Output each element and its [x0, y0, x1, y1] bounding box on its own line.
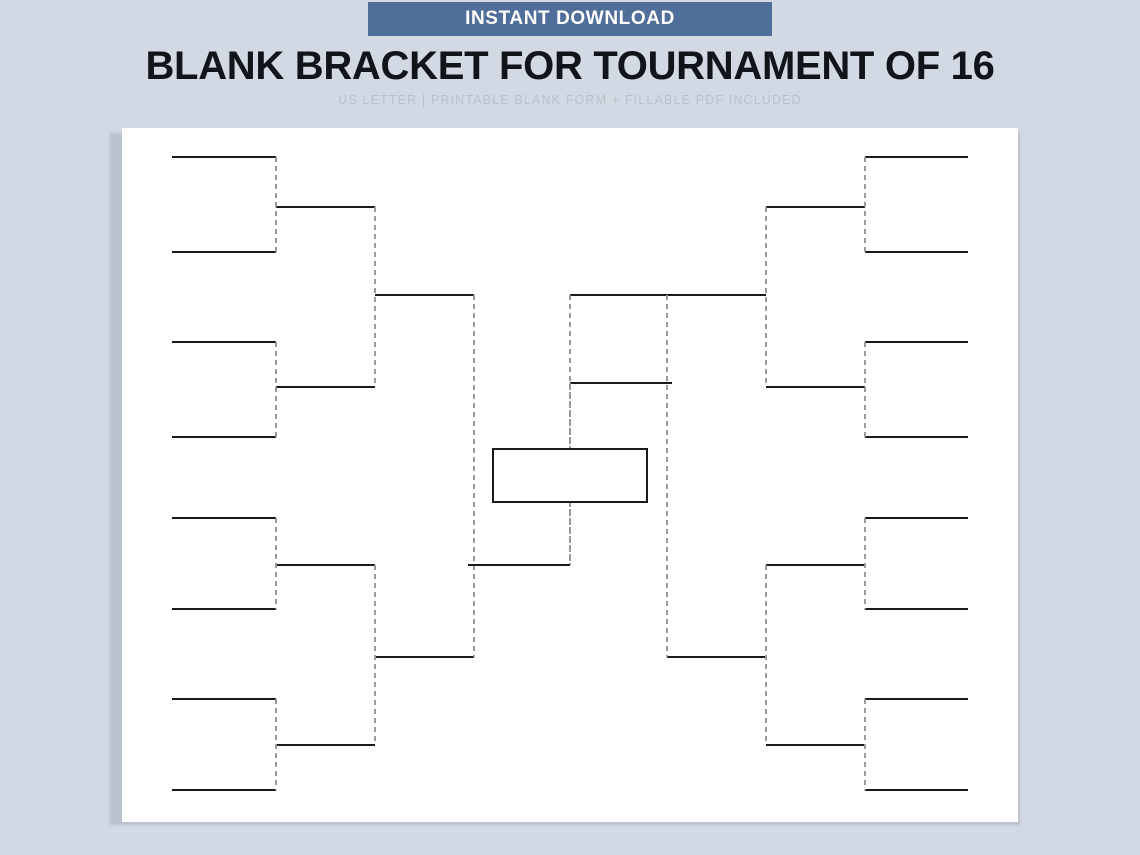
header-banner: INSTANT DOWNLOAD BLANK BRACKET FOR TOURN…: [0, 0, 1140, 120]
page-subtitle: US LETTER | PRINTABLE BLANK FORM + FILLA…: [338, 93, 802, 107]
tournament-bracket-diagram: [172, 156, 968, 791]
bracket-paper-sheet: [122, 128, 1018, 822]
instant-download-badge: INSTANT DOWNLOAD: [368, 2, 772, 36]
bracket-line-group: [172, 156, 968, 791]
page-title: BLANK BRACKET FOR TOURNAMENT OF 16: [145, 44, 995, 88]
championship-winner-box[interactable]: [492, 448, 648, 503]
